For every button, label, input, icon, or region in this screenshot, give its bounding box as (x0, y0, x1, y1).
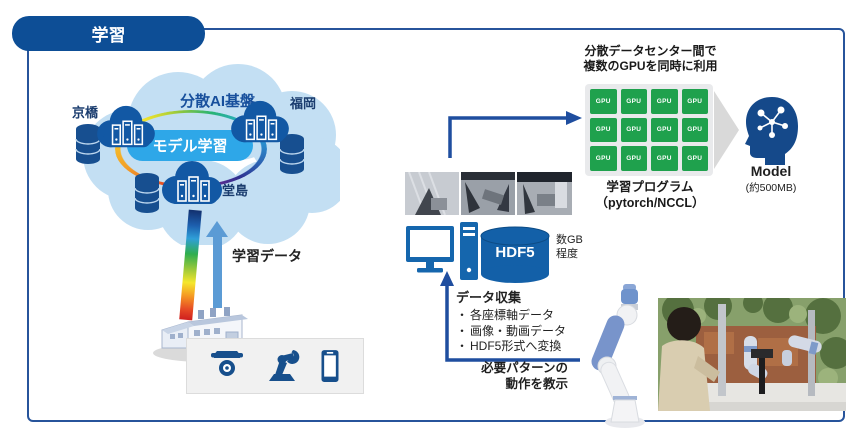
cloud-title: 分散AI基盤 (179, 93, 255, 110)
gpu-cell: GPU (590, 89, 617, 114)
cobot-image (591, 284, 645, 428)
smartphone-icon (321, 350, 339, 382)
gpu-cell: GPU (681, 89, 708, 114)
node-label-fukuoka: 福岡 (290, 96, 317, 111)
edge-device-box (186, 338, 364, 394)
distributed-ai-cloud: 分散AI基盤 モデル学習 (70, 60, 340, 245)
model-caption: Model (約500MB) (745, 163, 797, 194)
gpu-cell: GPU (620, 89, 647, 114)
dome-camera-icon (211, 351, 244, 376)
phase-badge: 学習 (12, 16, 205, 51)
gpu-cell: GPU (590, 146, 617, 171)
gpu-cell: GPU (651, 146, 678, 171)
data-size-note: 数GB 程度 (556, 234, 583, 260)
gpu-cell: GPU (651, 89, 678, 114)
data-collection-block: データ収集 ・各座標軸データ ・画像・動画データ ・HDF5形式へ変換 (456, 290, 567, 353)
computer-icon (406, 222, 478, 280)
upload-arrow-icon (206, 221, 228, 237)
gpu-cell: GPU (651, 117, 678, 143)
gpu-to-model-arrow (714, 91, 739, 169)
gpu-grid: GPU GPU GPU GPU GPU GPU GPU GPU GPU GPU … (585, 84, 713, 176)
workspace-photo (658, 298, 846, 411)
flow-arrow-to-computer (440, 271, 580, 362)
teaching-caption: 必要パターンの 動作を教示 (481, 361, 568, 391)
node-label-kyobashi: 京橋 (72, 105, 99, 120)
database-icon (75, 124, 101, 164)
hdf5-label: HDF5 (495, 244, 535, 261)
gpu-cell: GPU (620, 146, 647, 171)
upload-arrow-shaft (213, 236, 222, 308)
upload-label: 学習データ (232, 248, 302, 264)
gpu-cell: GPU (681, 146, 708, 171)
gpu-caption-bottom: 学習プログラム （pytorch/NCCL） (595, 180, 705, 210)
robot-arm-icon (268, 350, 300, 381)
gripper-photo-strip (405, 172, 572, 215)
gpu-cell: GPU (590, 117, 617, 143)
diagram-frame (27, 28, 845, 422)
server-cloud-icon (231, 100, 289, 143)
database-icon (134, 173, 160, 213)
server-cloud-icon (97, 105, 155, 148)
server-cloud-icon (162, 161, 222, 204)
gpu-cell: GPU (681, 117, 708, 143)
gpu-cell: GPU (620, 117, 647, 143)
node-label-dojima: 堂島 (222, 183, 249, 198)
model-head-icon (745, 97, 798, 165)
gpu-caption-top: 分散データセンター間で 複数のGPUを同時に利用 (583, 44, 718, 73)
flow-arrow-to-gpu (448, 111, 582, 158)
hdf5-cylinder-icon (480, 226, 550, 283)
